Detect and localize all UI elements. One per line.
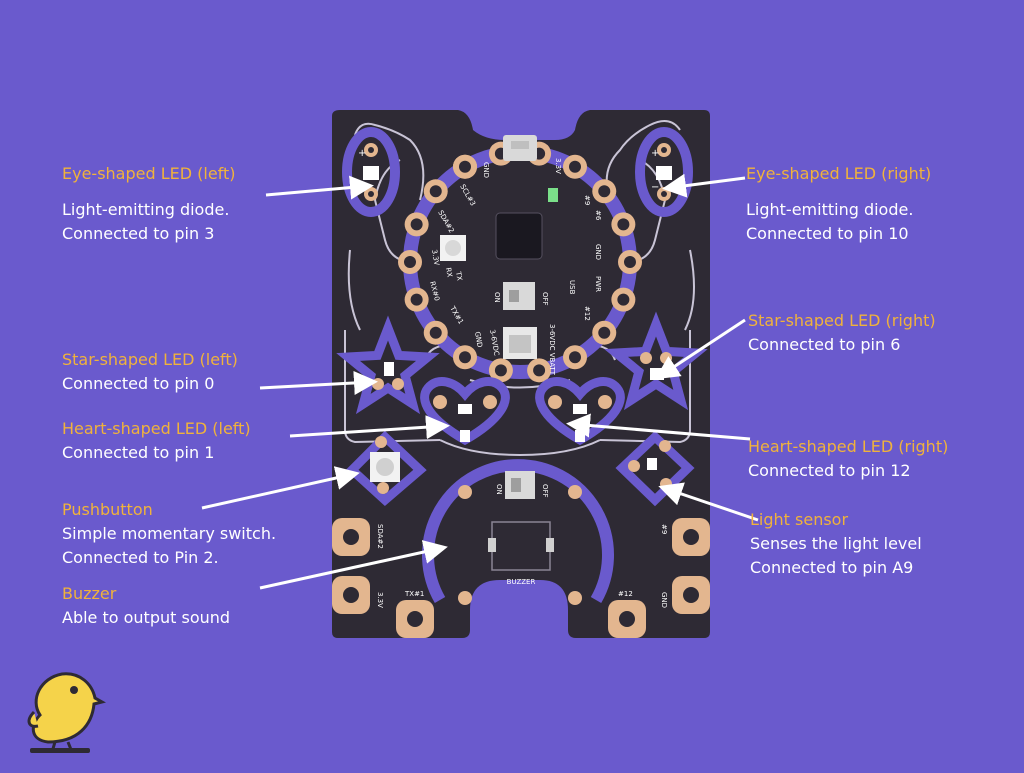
- ring-pads: [398, 141, 642, 383]
- svg-text:ON: ON: [495, 484, 503, 495]
- eye-led-right-desc-1: Light-emitting diode.: [746, 200, 914, 219]
- buzzer-callout: Buzzer Able to output sound: [62, 582, 230, 630]
- ring-pad-hole: [533, 364, 546, 377]
- status-led: [548, 188, 558, 202]
- ring-pad-hole: [494, 364, 507, 377]
- star-led-left-title: Star-shaped LED (left): [62, 350, 238, 369]
- svg-text:RX: RX: [444, 267, 454, 278]
- heart-led-left-desc: Connected to pin 1: [62, 443, 215, 462]
- heart-led-right-title: Heart-shaped LED (right): [748, 437, 949, 456]
- pushbutton-triangle: [345, 430, 427, 507]
- svg-text:3.3V: 3.3V: [430, 249, 441, 266]
- svg-text:#9: #9: [583, 195, 591, 205]
- eye-led-right-title: Eye-shaped LED (right): [746, 164, 932, 183]
- svg-text:−: −: [651, 182, 659, 193]
- pushbutton-desc-1: Simple momentary switch.: [62, 524, 277, 543]
- svg-text:TX#1: TX#1: [404, 590, 424, 598]
- pushbutton-callout: Pushbutton Simple momentary switch. Conn…: [62, 498, 276, 570]
- pushbutton-desc-2: Connected to Pin 2.: [62, 548, 219, 567]
- ring-pad-hole: [624, 256, 636, 268]
- light-sensor-title: Light sensor: [750, 510, 849, 529]
- light-sensor-callout: Light sensor Senses the light level Conn…: [750, 508, 922, 580]
- svg-text:TX: TX: [454, 270, 464, 282]
- heart-led-right-desc: Connected to pin 12: [748, 461, 911, 480]
- ring-pad-hole: [459, 160, 471, 173]
- star-led-right-desc: Connected to pin 6: [748, 335, 901, 354]
- svg-text:ON: ON: [493, 292, 501, 303]
- ring-pad-hole: [404, 256, 416, 268]
- star-led-right-title: Star-shaped LED (right): [748, 311, 936, 330]
- svg-text:GND: GND: [473, 331, 484, 348]
- ring-pad-hole: [410, 218, 423, 231]
- eye-led-left-title: Eye-shaped LED (left): [62, 164, 236, 183]
- svg-text:#12: #12: [618, 590, 633, 598]
- svg-text:OFF: OFF: [541, 292, 549, 306]
- microcontroller-chip: [495, 212, 543, 260]
- ring-pad-hole: [617, 293, 630, 306]
- ring-pad-hole: [410, 293, 423, 306]
- eye-led-right-callout: Eye-shaped LED (right) Light-emitting di…: [746, 162, 931, 246]
- buzzer-desc: Able to output sound: [62, 608, 231, 627]
- svg-text:#12: #12: [583, 306, 591, 321]
- ring-pad-hole: [429, 185, 442, 198]
- svg-text:GND: GND: [594, 244, 602, 260]
- ring-pad-hole: [459, 351, 471, 364]
- buzzer-title: Buzzer: [62, 584, 117, 603]
- bird-mascot-icon: [27, 672, 106, 753]
- svg-text:GND: GND: [660, 592, 668, 608]
- svg-text:+: +: [651, 148, 659, 159]
- eye-led-left-desc-1: Light-emitting diode.: [62, 200, 230, 219]
- star-led-right-callout: Star-shaped LED (right) Connected to pin…: [748, 309, 936, 357]
- svg-text:SDA#2: SDA#2: [376, 524, 384, 549]
- ring-pad-hole: [598, 185, 611, 198]
- svg-text:OFF: OFF: [541, 484, 549, 498]
- heart-led-left-callout: Heart-shaped LED (left) Connected to pin…: [62, 417, 251, 465]
- svg-text:BUZZER: BUZZER: [507, 578, 536, 586]
- ring-pad-hole: [429, 326, 442, 339]
- buzzer-component: [491, 521, 551, 571]
- svg-text:PWR: PWR: [594, 276, 602, 292]
- svg-text:3.3V: 3.3V: [554, 158, 562, 174]
- eye-led-right-desc-2: Connected to pin 10: [746, 224, 909, 243]
- ring-pad-hole: [598, 326, 611, 339]
- svg-text:+: +: [358, 148, 366, 159]
- callout-arrows: [201, 173, 759, 590]
- svg-text:GND: GND: [482, 162, 490, 178]
- svg-text:#6: #6: [594, 210, 602, 221]
- heart-led-right-callout: Heart-shaped LED (right) Connected to pi…: [748, 435, 948, 483]
- svg-text:#9: #9: [660, 524, 668, 534]
- pushbutton-title: Pushbutton: [62, 500, 153, 519]
- eye-led-left-desc-2: Connected to pin 3: [62, 224, 215, 243]
- heart-led-left: [420, 376, 510, 446]
- svg-text:USB: USB: [568, 280, 576, 295]
- svg-text:3-6VDC VBATT: 3-6VDC VBATT: [548, 324, 556, 376]
- heart-led-left-title: Heart-shaped LED (left): [62, 419, 251, 438]
- star-led-left-callout: Star-shaped LED (left) Connected to pin …: [62, 348, 238, 396]
- ring-pad-hole: [617, 218, 630, 231]
- eye-led-left-callout: Eye-shaped LED (left) Light-emitting dio…: [62, 162, 236, 246]
- ring-pad-hole: [569, 351, 581, 364]
- ring-pad-hole: [569, 160, 581, 173]
- star-led-left-desc: Connected to pin 0: [62, 374, 215, 393]
- light-sensor-desc-2: Connected to pin A9: [750, 558, 914, 577]
- svg-text:3.3V: 3.3V: [376, 592, 384, 608]
- light-sensor-desc-1: Senses the light level: [750, 534, 922, 553]
